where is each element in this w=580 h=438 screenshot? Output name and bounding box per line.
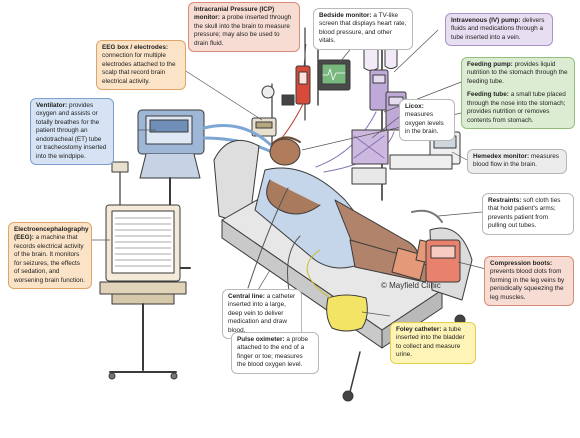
hemedex-text: measures blood flow in the brain. (473, 153, 559, 169)
compression-label: Compression boots: prevents blood clots … (484, 256, 574, 307)
central-title: Central line: (228, 293, 265, 300)
pulse-text: a probe attached to the end of a finger … (237, 336, 309, 369)
bedside-text: a TV-like screen that displays heart rat… (319, 12, 407, 45)
compression-title: Compression boots: (490, 260, 553, 267)
eeg-label: Electroencephalography (EEG): a machine … (8, 222, 92, 290)
pulse-title: Pulse oximeter: (237, 336, 285, 343)
bedside-monitor (317, 39, 351, 106)
restraint-strap (411, 209, 443, 223)
eegbox-label: EEG box / electrodes: connection for mul… (96, 40, 186, 91)
foley-title: Foley catheter: (396, 326, 442, 333)
restraints-text: soft cloth ties that hold patient's arms… (488, 197, 561, 230)
central-label: Central line: a catheter inserted into a… (222, 289, 302, 340)
iv-label: Intravenous (IV) pump: delivers fluids a… (445, 13, 553, 47)
eegbox-text: connection for multiple electrodes attac… (102, 52, 176, 85)
hemedex-label: Hemedex monitor: measures blood flow in … (467, 149, 567, 174)
restraints-title: Restraints: (488, 197, 522, 204)
ventilator-title: Ventilator: (36, 102, 68, 109)
eeg-machine (99, 161, 187, 380)
copyright: © Mayfield Clinic (381, 281, 441, 290)
eegbox-title: EEG box / electrodes: (102, 44, 169, 51)
foley-text: a tube inserted into the bladder to coll… (396, 326, 465, 359)
eeg-title: Electroencephalography (EEG): (14, 226, 89, 242)
hemedex-title: Hemedex monitor: (473, 153, 530, 160)
feedtube-title: Feeding tube: (467, 91, 509, 99)
licox-device (351, 129, 389, 185)
licox-label: Licox: measures oxygen levels in the bra… (399, 99, 455, 141)
eeg-electrode-box (251, 83, 277, 151)
pulse-label: Pulse oximeter: a probe attached to the … (231, 332, 319, 374)
licox-title: Licox: (405, 103, 424, 110)
compression-pump (425, 239, 461, 283)
icp-text: a probe inserted through the skull into … (194, 14, 292, 47)
icp-label: Intracranial Pressure (ICP) monitor: a p… (188, 2, 300, 53)
eeg-text: a machine that records electrical activi… (14, 234, 86, 284)
foley-bag (306, 249, 368, 332)
feedpump-title: Feeding pump: (467, 61, 513, 68)
feedtube-text: a small tube placed through the nose int… (467, 91, 566, 124)
central-text: a catheter inserted into a large, deep v… (228, 293, 296, 334)
restraints-label: Restraints: soft cloth ties that hold pa… (482, 193, 574, 235)
ventilator-text: provides oxygen and assists or totally b… (36, 102, 107, 160)
ventilator-device (137, 109, 278, 269)
licox-text: measures oxygen levels in the brain. (405, 111, 444, 136)
central-line-lead (247, 187, 289, 289)
icp-monitor-device (280, 27, 311, 140)
bedside-title: Bedside monitor: (319, 12, 372, 19)
compression-text: prevents blood clots from forming in the… (490, 268, 565, 301)
foley-label: Foley catheter: a tube inserted into the… (390, 322, 476, 364)
feeding-label: Feeding pump: provides liquid nutrition … (461, 57, 575, 130)
iv-title: Intravenous (IV) pump: (451, 17, 521, 24)
icp-title: Intracranial Pressure (ICP) monitor: (194, 6, 275, 22)
iv-text: delivers fluids and medications through … (451, 17, 545, 41)
feedpump-text: provides liquid nutrition to the stomach… (467, 61, 568, 85)
ventilator-label: Ventilator: provides oxygen and assists … (30, 98, 114, 166)
bedside-label: Bedside monitor: a TV-like screen that d… (313, 8, 413, 50)
